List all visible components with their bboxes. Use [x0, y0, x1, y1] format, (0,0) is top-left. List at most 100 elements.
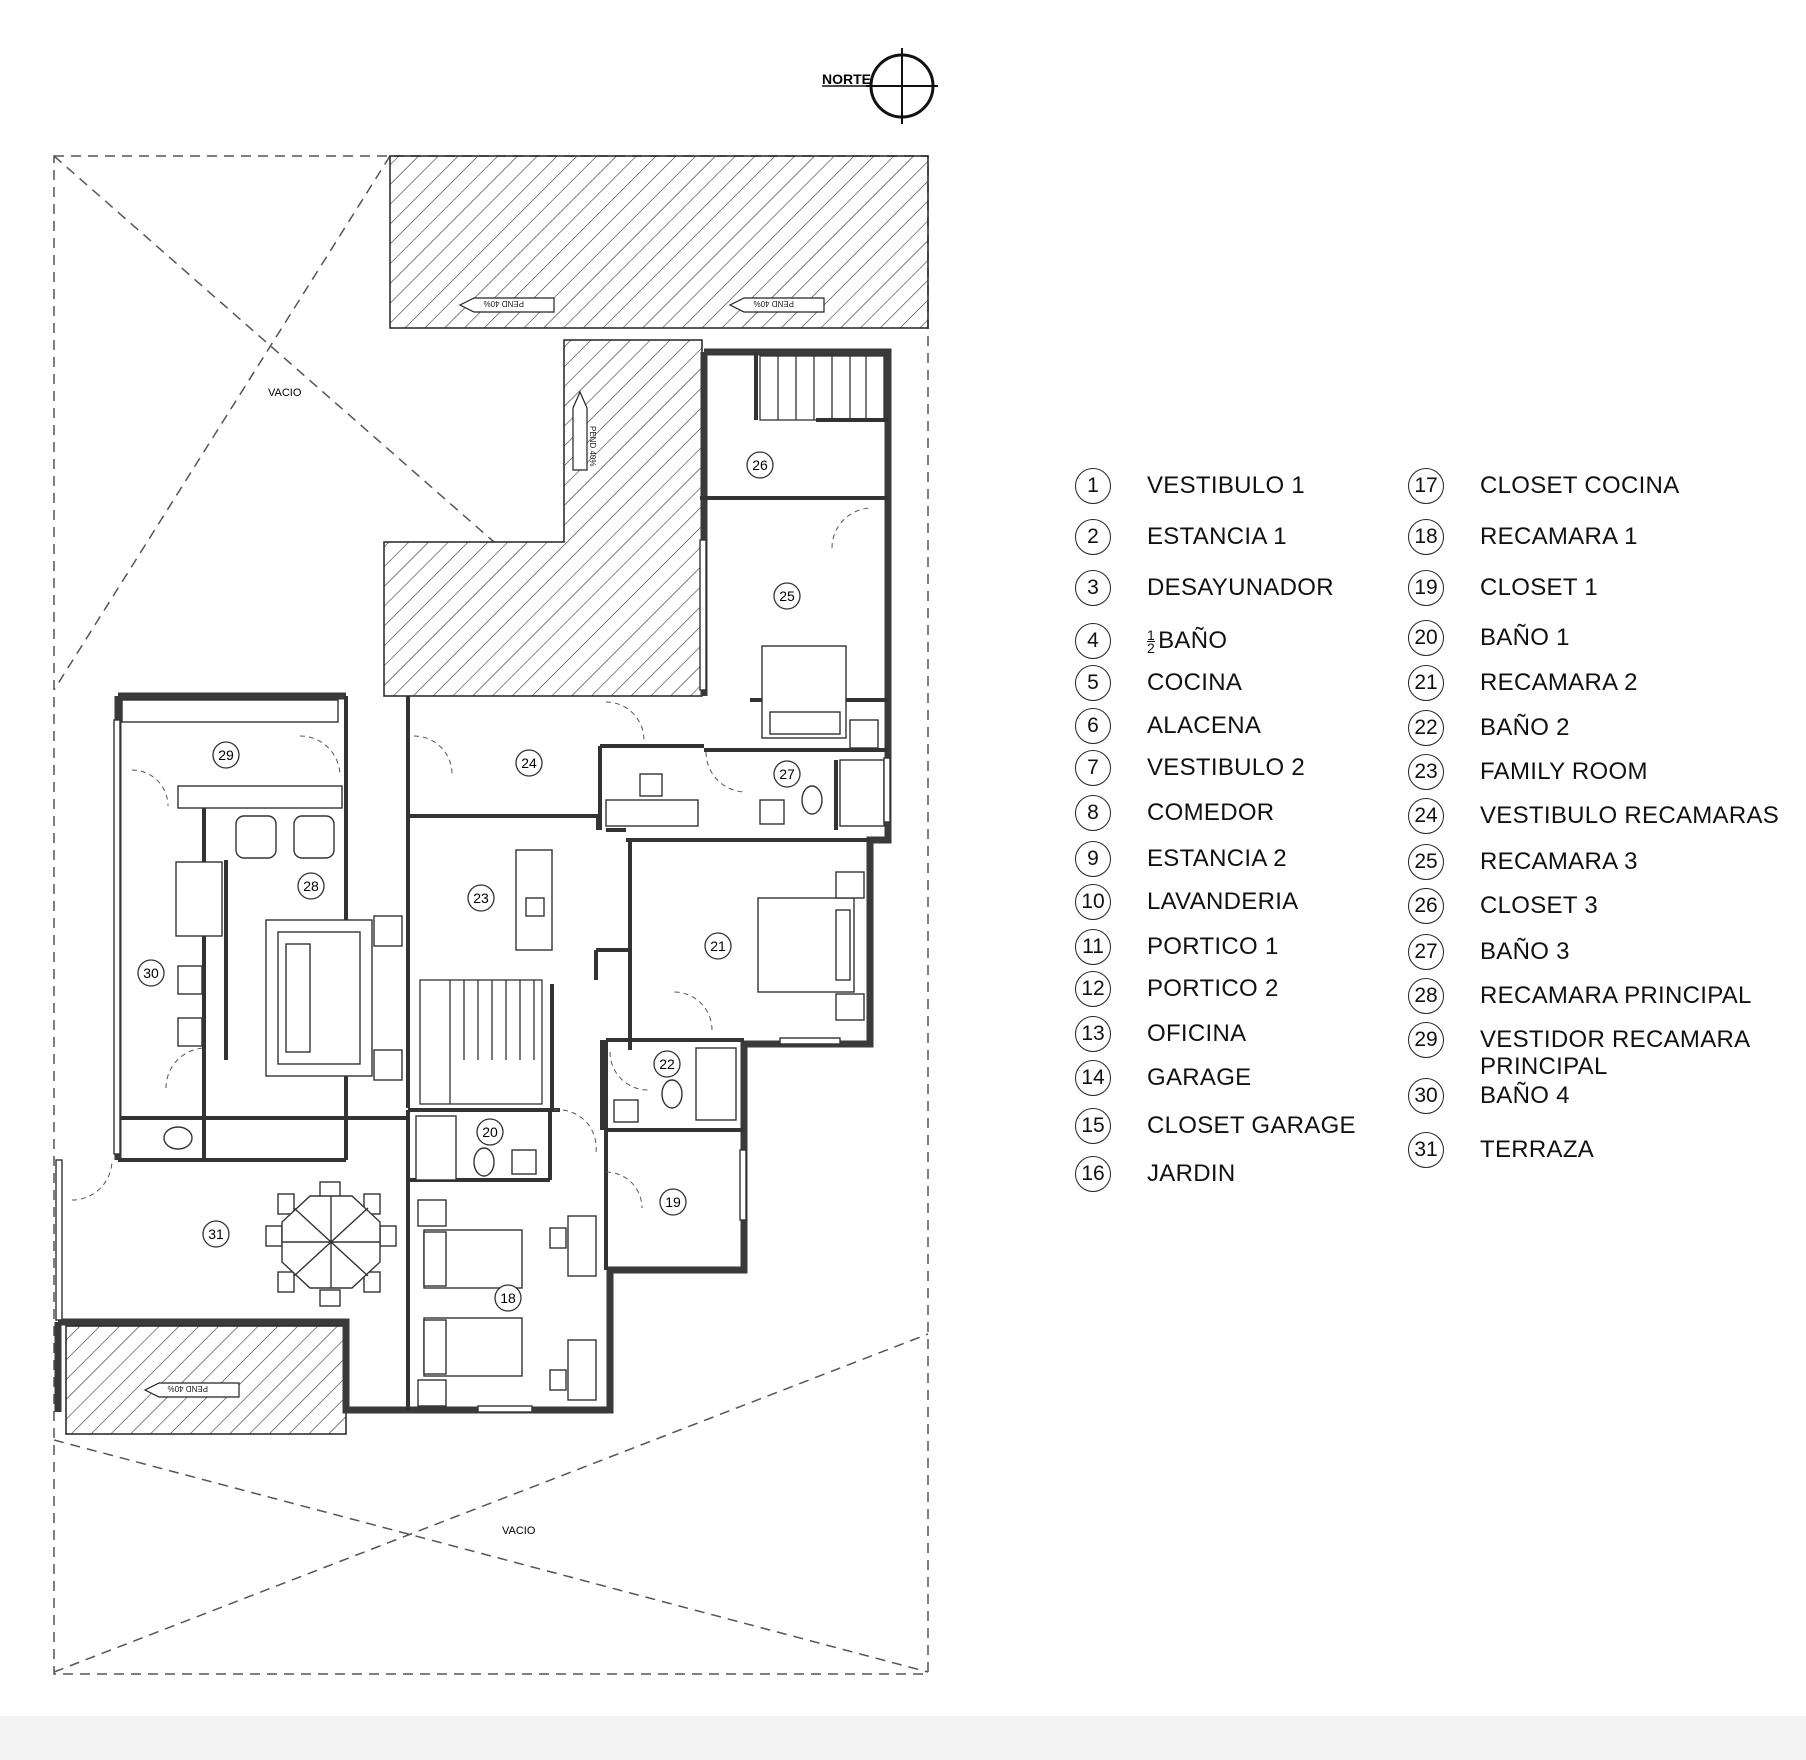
legend-number: 19: [1408, 570, 1444, 606]
sink-bano-1: [511, 1149, 537, 1175]
legend-number: 11: [1075, 929, 1111, 965]
legend-number: 4: [1075, 623, 1111, 659]
slope-label-2: PEND 40%: [754, 299, 794, 308]
legend-label: LAVANDERIA: [1147, 888, 1299, 915]
slope-label-4: PEND 40%: [168, 1384, 208, 1393]
north-arrow-icon: [822, 48, 938, 124]
legend-number: 17: [1408, 468, 1444, 504]
north-label: NORTE: [822, 71, 871, 87]
shower-bano-1: [415, 1115, 457, 1181]
terrace-dining-table: [265, 1181, 397, 1307]
toilet-bano-1: [473, 1147, 495, 1177]
shower-bano-3: [839, 759, 885, 827]
slope-label-1: PEND 40%: [484, 299, 524, 308]
room-tag-circle: [653, 1050, 681, 1078]
legend-number: 8: [1075, 795, 1111, 831]
vanity-closet: [177, 785, 343, 809]
legend-label: DESAYUNADOR: [1147, 574, 1334, 601]
legend-number: 18: [1408, 519, 1444, 555]
sink-bano-4-b: [177, 1017, 203, 1047]
room-tag-number: 18: [500, 1290, 516, 1306]
legend-number: 16: [1075, 1156, 1111, 1192]
legend-number: 3: [1075, 570, 1111, 606]
room-tag-number: 30: [143, 965, 159, 981]
room-tag-number: 24: [521, 755, 537, 771]
room-tag-20: 20: [476, 1118, 504, 1146]
armchair-left: [235, 815, 277, 859]
room-tag-circle: [704, 932, 732, 960]
legend-number: 22: [1408, 710, 1444, 746]
shower-bano-4: [175, 861, 223, 937]
slope-arrows: [143, 297, 825, 1398]
legend-label: COCINA: [1147, 669, 1243, 696]
fraction-denominator: 2: [1147, 640, 1156, 657]
legend-label: BAÑO 1: [1480, 624, 1570, 651]
legend-item: 8 COMEDOR: [1075, 795, 1435, 841]
toilet-bano-3: [801, 785, 823, 815]
legend-number: 28: [1408, 978, 1444, 1014]
legend-label: CLOSET 3: [1480, 892, 1599, 919]
room-tag-circle: [494, 1284, 522, 1312]
legend-label: VESTIBULO 1: [1147, 472, 1306, 499]
legend-number: 13: [1075, 1016, 1111, 1052]
room-tag-number: 28: [303, 878, 319, 894]
desk-vestibulo: [605, 799, 699, 827]
room-tag-number: 21: [710, 938, 726, 954]
room-tag-27: 27: [773, 760, 801, 788]
legend-label: GARAGE: [1147, 1064, 1252, 1091]
room-tag-number: 19: [665, 1194, 681, 1210]
room-tag-28: 28: [297, 872, 325, 900]
footer-band: [0, 1716, 1806, 1760]
room-tag-circle: [467, 884, 495, 912]
legend-label: CLOSET 1: [1480, 574, 1599, 601]
room-tag-26: 26: [746, 451, 774, 479]
room-tag-19: 19: [659, 1188, 687, 1216]
legend-number: 7: [1075, 750, 1111, 786]
room-tag-24: 24: [515, 749, 543, 777]
stairs: [419, 355, 885, 1105]
room-tag-circle: [773, 582, 801, 610]
room-tag-31: 31: [202, 1220, 230, 1248]
legend-number: 29: [1408, 1022, 1444, 1058]
legend-number: 10: [1075, 884, 1111, 920]
legend-number: 12: [1075, 971, 1111, 1007]
room-tag-circle: [202, 1220, 230, 1248]
legend-number: 31: [1408, 1132, 1444, 1168]
toilet-bano-2: [661, 1079, 683, 1109]
sink-bano-4-a: [177, 965, 203, 995]
room-tag-18: 18: [494, 1284, 522, 1312]
room-tag-29: 29: [212, 741, 240, 769]
room-tag-number: 20: [482, 1124, 498, 1140]
room-tag-30: 30: [137, 959, 165, 987]
legend-number: 15: [1075, 1108, 1111, 1144]
legend-label: BAÑO 3: [1480, 938, 1570, 965]
void-label-bottom: VACIO: [502, 1525, 536, 1537]
site-boundary: [53, 155, 929, 1675]
legend-number: 5: [1075, 665, 1111, 701]
legend-label: COMEDOR: [1147, 799, 1275, 826]
legend-label: RECAMARA 3: [1480, 848, 1638, 875]
legend-label-text: BAÑO: [1158, 627, 1228, 654]
legend-number: 30: [1408, 1078, 1444, 1114]
